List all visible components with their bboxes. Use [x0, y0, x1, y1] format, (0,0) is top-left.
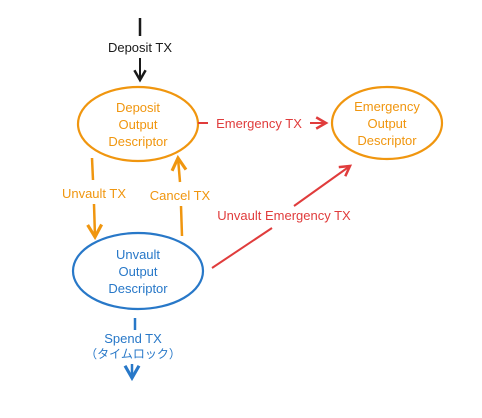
node-unvault-line2: Output	[118, 264, 157, 279]
edge-label-emergency-tx: Emergency TX	[216, 116, 302, 131]
node-emergency-line3: Descriptor	[357, 133, 417, 148]
edge-label-unvault-emergency-tx: Unvault Emergency TX	[217, 208, 351, 223]
node-emergency-line2: Output	[367, 116, 406, 131]
node-emergency-output-descriptor: Emergency Output Descriptor	[330, 85, 444, 161]
edge-unvault-tx: Unvault TX	[62, 157, 126, 241]
edge-label-unvault-tx: Unvault TX	[62, 186, 126, 201]
node-deposit-line2: Output	[118, 117, 157, 132]
node-deposit-line3: Descriptor	[108, 134, 168, 149]
node-unvault-output-descriptor: Unvault Output Descriptor	[71, 231, 205, 311]
node-deposit-output-descriptor: Deposit Output Descriptor	[76, 85, 200, 163]
node-emergency-line1: Emergency	[354, 99, 420, 114]
node-unvault-line1: Unvault	[116, 247, 160, 262]
edge-cancel-tx: Cancel TX	[150, 154, 211, 237]
edge-unvault-emergency-tx: Unvault Emergency TX	[211, 164, 353, 269]
edge-label-cancel-tx: Cancel TX	[150, 188, 211, 203]
edge-emergency-tx: Emergency TX	[198, 116, 329, 131]
edge-label-spend-tx: Spend TX	[104, 331, 162, 346]
node-deposit-line1: Deposit	[116, 100, 160, 115]
edge-spend-tx: Spend TX （タイムロック）	[85, 318, 181, 382]
edge-label-spend-tx-timelock: （タイムロック）	[85, 347, 181, 361]
edge-label-deposit-tx: Deposit TX	[108, 40, 172, 55]
node-unvault-line3: Descriptor	[108, 281, 168, 296]
edge-deposit-tx: Deposit TX	[108, 18, 172, 83]
